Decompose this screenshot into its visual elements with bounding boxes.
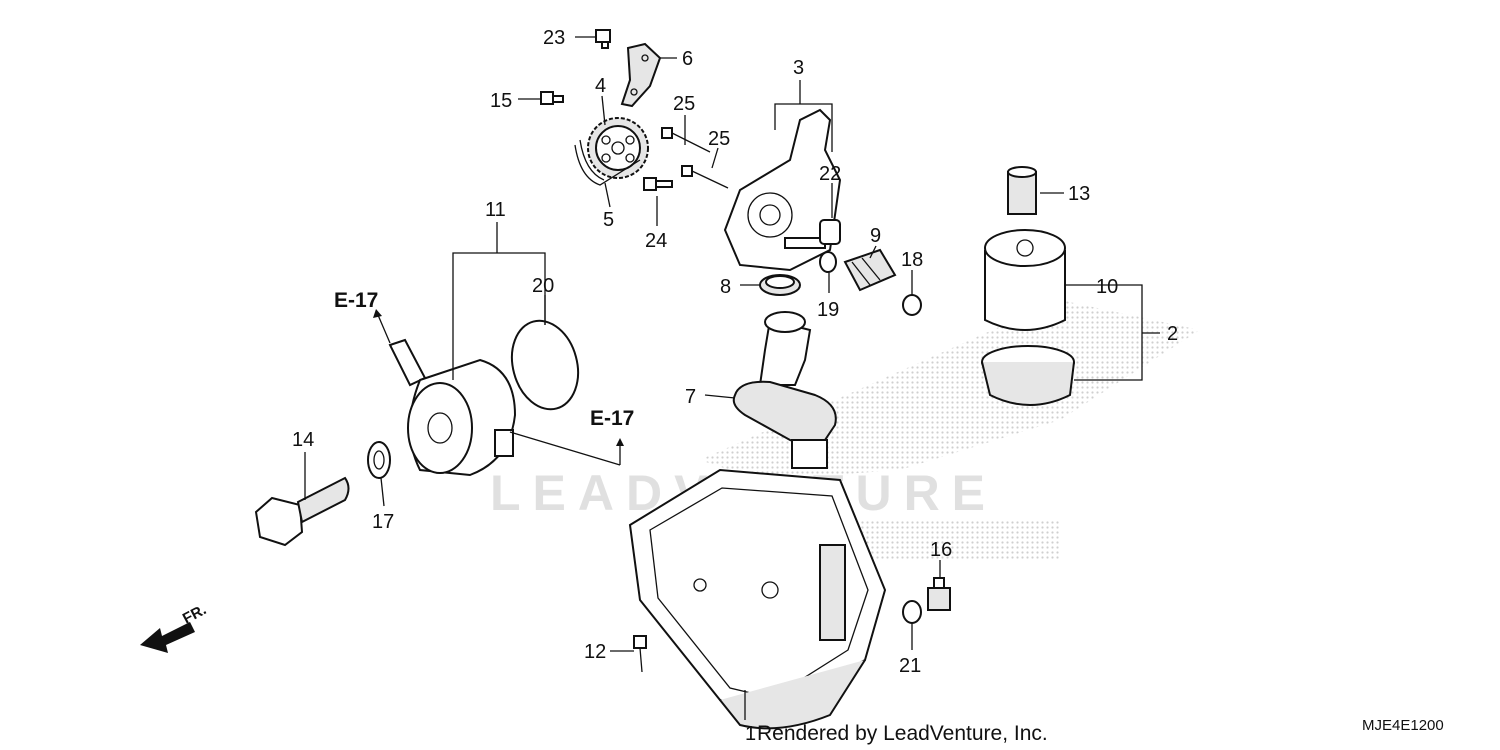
part-25-bolts (661, 127, 729, 189)
callout-1: 1 (745, 723, 756, 745)
callout-3: 3 (793, 57, 804, 79)
part-6-bracket (620, 42, 662, 108)
callout-7: 7 (685, 386, 696, 408)
callout-5: 5 (603, 209, 614, 231)
part-18-o-ring (902, 294, 922, 316)
part-11-oil-cooler (388, 338, 517, 477)
leader-lines (304, 36, 1160, 720)
callout-23: 23 (543, 27, 565, 49)
part-21-washer (902, 600, 922, 624)
part-13-stud (1007, 166, 1037, 215)
part-4-sprocket (587, 117, 649, 179)
part-9-relief-valve (843, 248, 897, 292)
callout-18: 18 (901, 249, 923, 271)
part-14-bolt (254, 476, 350, 547)
part-1-oil-pan (628, 468, 887, 730)
front-direction-label: FR. (180, 601, 209, 627)
callout-15: 15 (490, 90, 512, 112)
part-12-bolt (633, 635, 647, 673)
credit-text: Rendered by LeadVenture, Inc. (757, 722, 1048, 745)
callout-6: 6 (682, 48, 693, 70)
callout-21: 21 (899, 655, 921, 677)
part-10-oil-filter (984, 229, 1066, 331)
callout-20: 20 (532, 275, 554, 297)
callout-8: 8 (720, 276, 731, 298)
callout-10: 10 (1096, 276, 1118, 298)
part-24-bolt (643, 177, 673, 191)
part-2-filter-cover (981, 345, 1075, 406)
part-3-oil-pump (723, 108, 842, 272)
callout-19: 19 (817, 299, 839, 321)
front-direction-arrow: FR. (140, 601, 209, 653)
reference-e17-top: E-17 (334, 289, 378, 312)
part-19-o-ring (819, 251, 837, 273)
part-5-chain (574, 139, 641, 186)
part-15-bolt (540, 91, 564, 105)
callout-2: 2 (1167, 323, 1178, 345)
callout-16: 16 (930, 539, 952, 561)
reference-e17-right: E-17 (590, 407, 634, 430)
callout-14: 14 (292, 429, 314, 451)
callout-9: 9 (870, 225, 881, 247)
callout-11: 11 (485, 199, 506, 221)
part-20-o-ring (510, 319, 580, 411)
callout-17: 17 (372, 511, 394, 533)
callout-25b: 25 (708, 128, 730, 150)
callout-labels: 1 2 3 4 5 6 7 8 9 10 11 12 13 14 15 16 1… (292, 27, 1178, 745)
callout-22: 22 (819, 163, 841, 185)
part-8-seal (759, 274, 801, 296)
callout-4: 4 (595, 75, 606, 97)
callout-25a: 25 (673, 93, 695, 115)
callout-13: 13 (1068, 183, 1090, 205)
callout-24: 24 (645, 230, 667, 252)
part-22-dowel (819, 219, 841, 245)
diagram-code: MJE4E1200 (1362, 717, 1444, 734)
part-23-bolt (595, 29, 611, 49)
callout-12: 12 (584, 641, 606, 663)
part-7-strainer (732, 311, 837, 469)
part-17-washer (367, 441, 391, 479)
part-16-plug (927, 577, 951, 611)
